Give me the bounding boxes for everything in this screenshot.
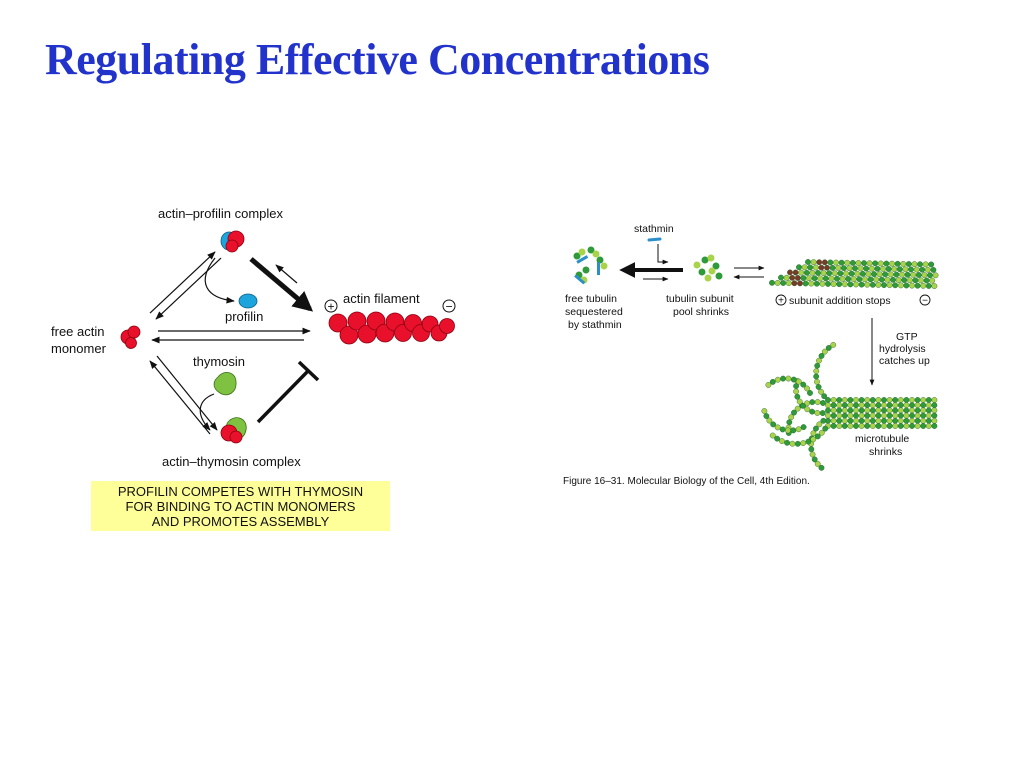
profilin-icon: [238, 293, 258, 309]
minus-end-icon-right: −: [919, 294, 931, 307]
label-actin-profilin-complex: actin–profilin complex: [158, 206, 284, 221]
label-shrinks: shrinks: [869, 446, 902, 458]
caption-line-3: AND PROMOTES ASSEMBLY: [151, 514, 330, 529]
actin-filament-icon: [328, 311, 455, 345]
label-sequestered: sequestered: [565, 306, 623, 318]
minus-end-icon: −: [442, 299, 456, 314]
svg-text:+: +: [778, 296, 784, 307]
label-catches-up: catches up: [879, 355, 930, 367]
plus-end-icon-right: +: [775, 294, 787, 307]
actin-regulation-diagram: actin–profilin complex profilin + actin …: [51, 206, 456, 469]
actin-thymosin-complex-icon: [220, 417, 247, 444]
arrow-thymosin-complex-to-monomer: [149, 360, 211, 435]
label-thymosin: thymosin: [193, 354, 245, 369]
caption-box: PROFILIN COMPETES WITH THYMOSIN FOR BIND…: [91, 481, 390, 531]
arrow-monomer-to-complex: [149, 251, 216, 314]
arrow-complex-to-monomer: [155, 257, 222, 320]
inhibition-line: [256, 360, 320, 424]
slide-title: Regulating Effective Concentrations: [45, 35, 710, 84]
profilin-release-arrow: [204, 257, 235, 304]
label-free-actin: free actin: [51, 324, 104, 339]
caption-line-1: PROFILIN COMPETES WITH THYMOSIN: [117, 484, 364, 499]
arrow-monomer-to-thymosin-complex: [156, 355, 218, 431]
sequestered-tubulin-icon: [573, 246, 608, 285]
label-actin-filament: actin filament: [343, 291, 420, 306]
figure-credit: Figure 16–31. Molecular Biology of the C…: [563, 476, 810, 487]
caption-line-2: FOR BINDING TO ACTIN MONOMERS: [125, 499, 356, 514]
svg-text:+: +: [327, 300, 334, 314]
arrow-complex-to-filament: [249, 257, 314, 312]
label-hydrolysis: hydrolysis: [879, 343, 926, 355]
tubulin-pool-icon: [693, 254, 723, 282]
label-pool-shrinks: pool shrinks: [673, 306, 729, 318]
label-tubulin-subunit: tubulin subunit: [666, 293, 734, 305]
arrow-filament-to-complex: [275, 264, 298, 284]
actin-profilin-complex-icon: [220, 230, 245, 253]
microtubule-shrinking-icon: [825, 397, 938, 429]
stathmin-entry-arrow: [657, 244, 669, 265]
label-addition-stops: subunit addition stops: [789, 295, 891, 307]
label-actin-thymosin-complex: actin–thymosin complex: [162, 454, 301, 469]
plus-end-icon: +: [324, 299, 338, 314]
stathmin-microtubule-diagram: stathmin free tubulin sequestered by sta…: [565, 223, 939, 471]
stathmin-icon: [647, 237, 662, 242]
label-free-tubulin: free tubulin: [565, 293, 617, 305]
label-by-stathmin: by stathmin: [568, 319, 622, 331]
microtubule-growing-icon: [769, 259, 939, 289]
thymosin-binding-arrow: [199, 393, 215, 431]
actin-monomer-icon: [120, 325, 141, 349]
label-microtubule: microtubule: [855, 433, 909, 445]
label-gtp: GTP: [896, 331, 918, 343]
thymosin-icon: [213, 372, 237, 396]
svg-text:−: −: [445, 300, 452, 314]
svg-text:−: −: [922, 296, 928, 307]
label-monomer: monomer: [51, 341, 107, 356]
microtubule-frayed-end-icon: [761, 341, 837, 471]
label-stathmin: stathmin: [634, 223, 674, 235]
label-profilin: profilin: [225, 309, 263, 324]
